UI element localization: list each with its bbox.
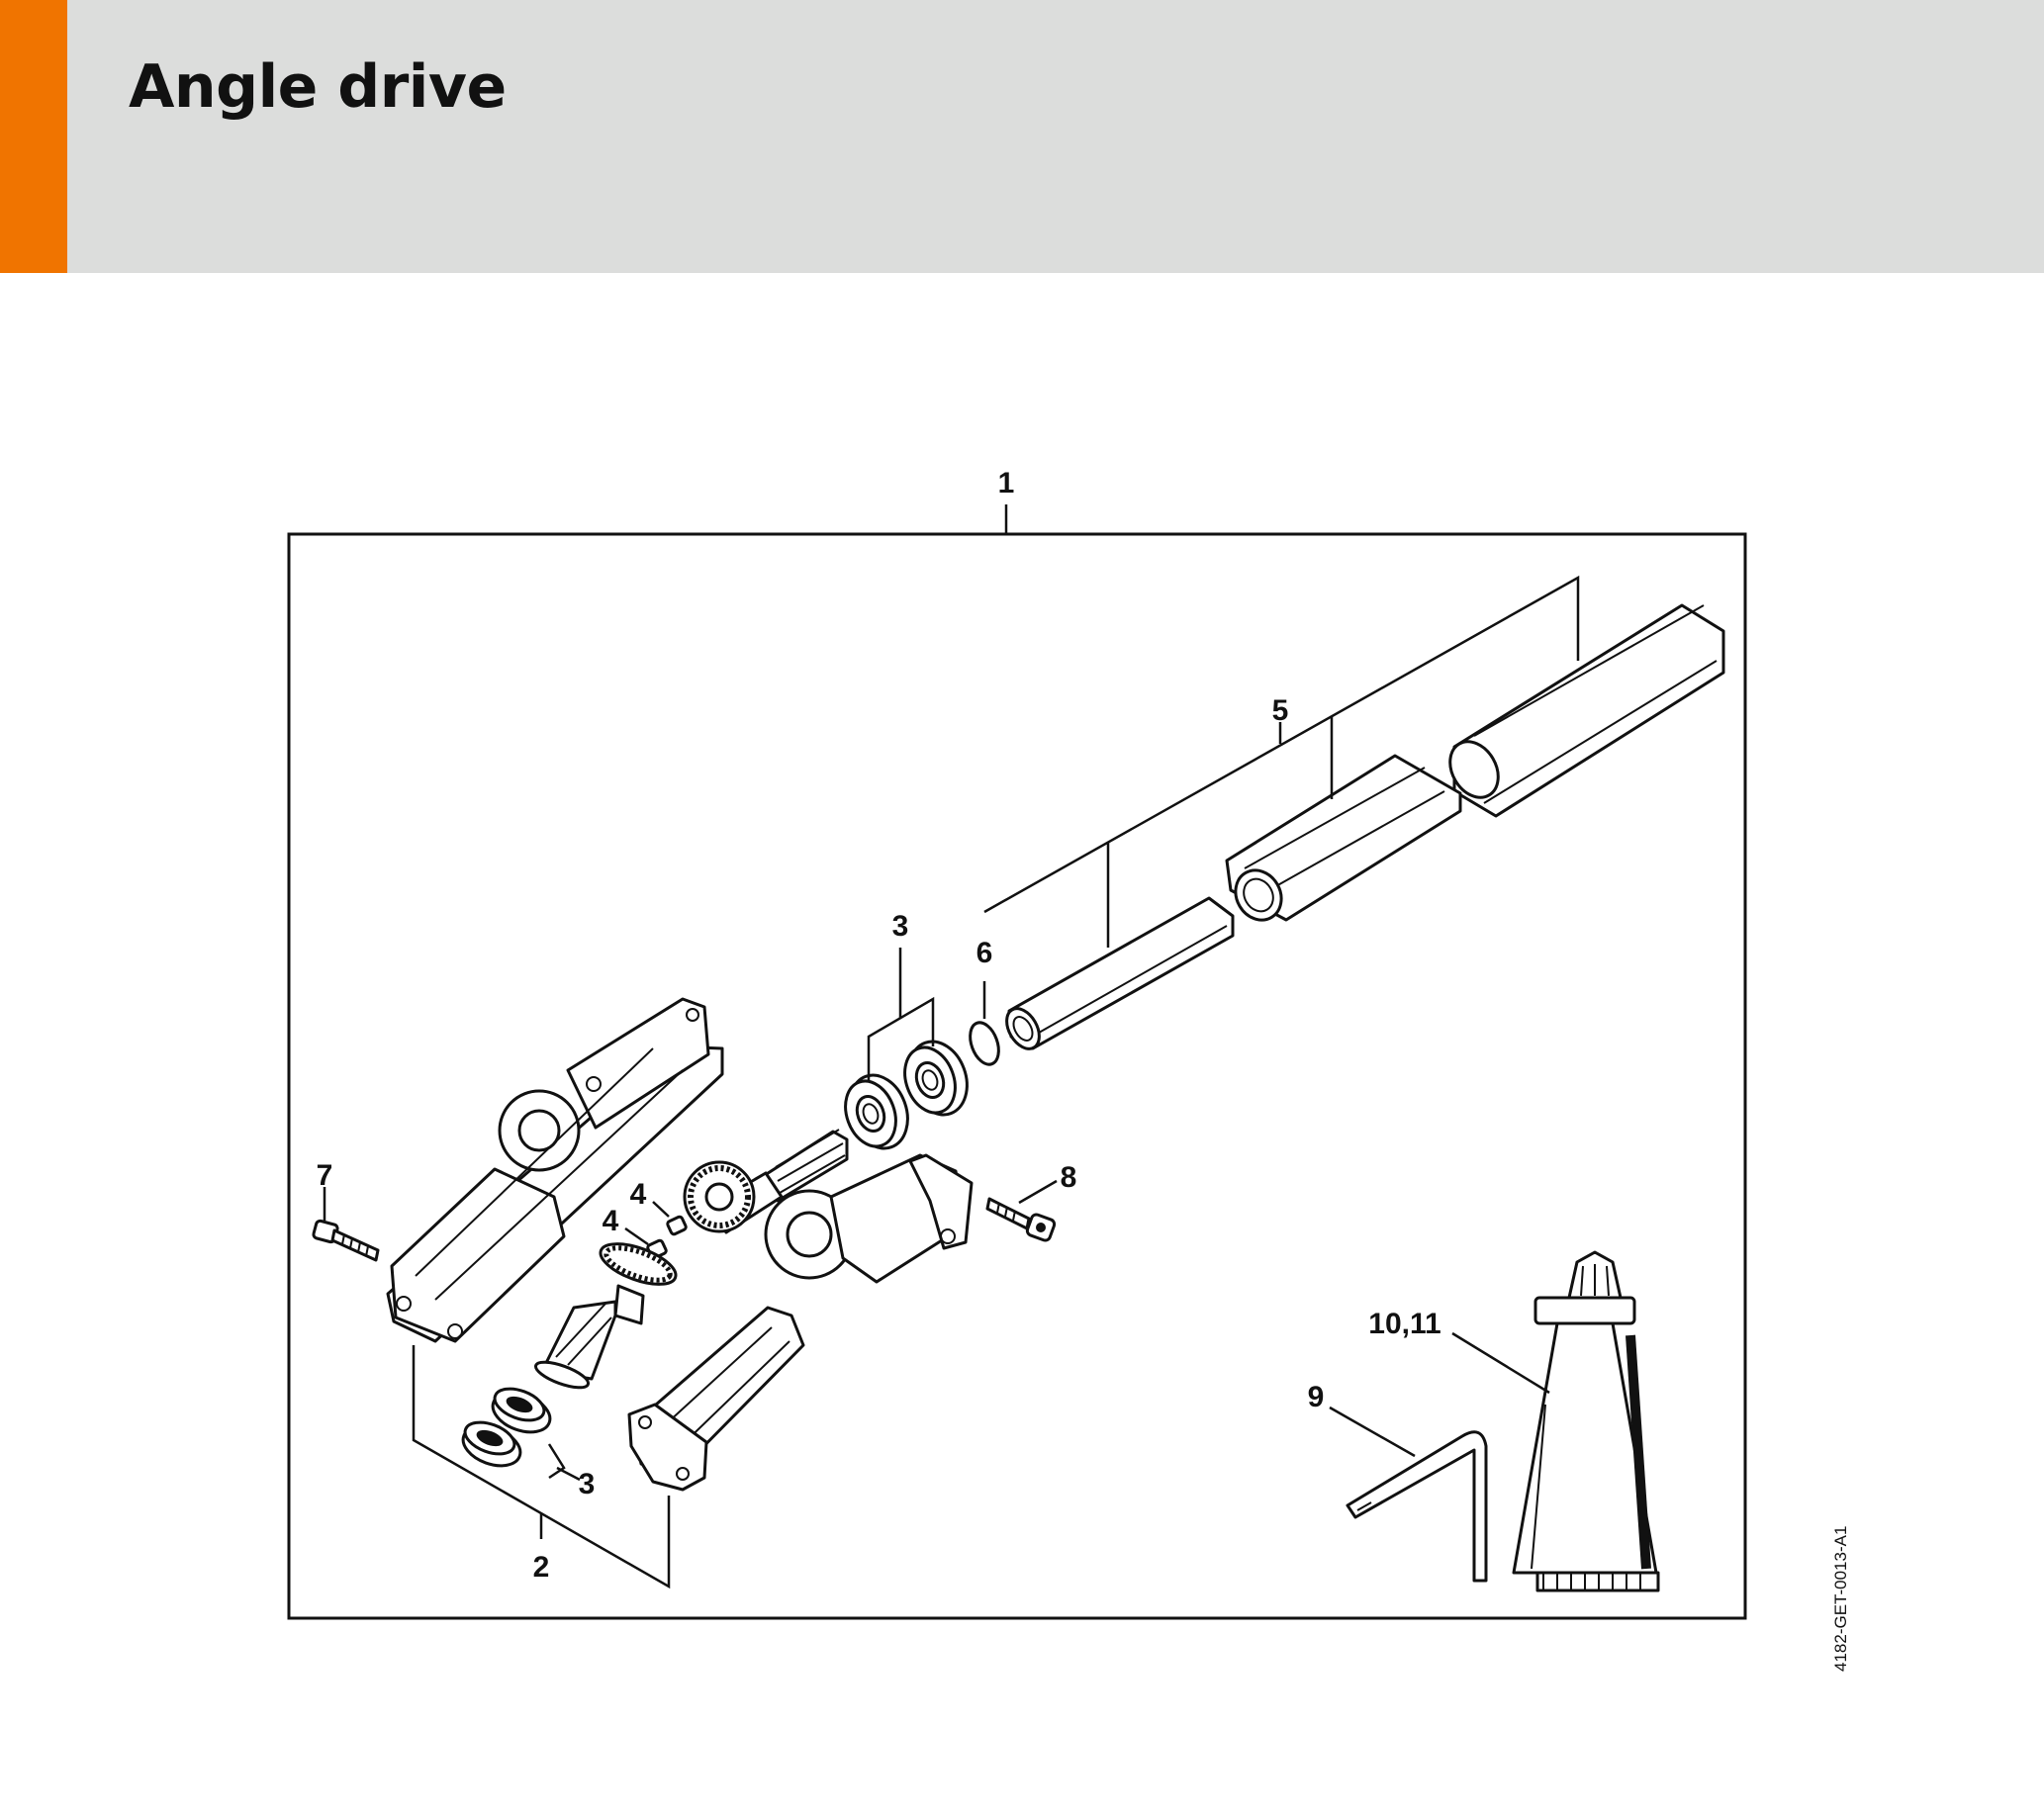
bevel-gear-shaft xyxy=(683,1129,849,1234)
bracket-5 xyxy=(983,575,1580,914)
ball-bearing-upper-right xyxy=(903,1040,969,1117)
page-title: Angle drive xyxy=(129,52,507,122)
inner-profile-tube xyxy=(1225,754,1462,922)
header-accent-bar xyxy=(0,0,67,273)
outer-tube xyxy=(1448,603,1725,818)
callout-7[interactable]: 7 xyxy=(317,1159,333,1192)
bracket-3-bottom xyxy=(547,1443,566,1480)
page-header: Angle drive xyxy=(0,0,2044,273)
leader-9 xyxy=(1329,1406,1416,1458)
circlip xyxy=(969,1021,1000,1066)
callout-5[interactable]: 5 xyxy=(1272,694,1289,727)
callout-9[interactable]: 9 xyxy=(1308,1381,1325,1413)
reference-code: 4182-GET-0013-A1 xyxy=(1831,1526,1850,1672)
grease-tube xyxy=(1512,1250,1660,1592)
callout-6[interactable]: 6 xyxy=(976,937,993,969)
gear-housing-right-half xyxy=(627,1153,974,1492)
output-shaft xyxy=(534,1242,678,1390)
callout-3-bottom[interactable]: 3 xyxy=(579,1468,596,1500)
leader-3-bottom xyxy=(556,1466,581,1482)
drive-shaft xyxy=(1005,896,1235,1050)
assembly-frame xyxy=(287,532,1747,1620)
gear-housing-left-half xyxy=(386,997,724,1343)
callout-4-upper[interactable]: 4 xyxy=(630,1178,647,1211)
ball-bearing-upper-left xyxy=(844,1073,909,1150)
callout-2[interactable]: 2 xyxy=(533,1551,550,1584)
allen-key xyxy=(1346,1430,1488,1583)
leader-10-11 xyxy=(1451,1331,1550,1395)
leader-4-upper xyxy=(652,1201,670,1218)
pin-upper xyxy=(666,1215,688,1236)
leader-8 xyxy=(1018,1179,1058,1205)
callout-1[interactable]: 1 xyxy=(998,467,1015,499)
callout-3-top[interactable]: 3 xyxy=(892,910,909,943)
ball-bearing-lower-left xyxy=(461,1420,522,1468)
callout-8[interactable]: 8 xyxy=(1061,1161,1077,1194)
screw-7 xyxy=(312,1219,380,1262)
ball-bearing-lower-right xyxy=(491,1387,552,1434)
callout-10-11[interactable]: 10,11 xyxy=(1368,1308,1440,1340)
leader-4-lower xyxy=(624,1226,649,1246)
screw-8 xyxy=(985,1197,1057,1242)
callout-4-lower[interactable]: 4 xyxy=(603,1205,619,1237)
